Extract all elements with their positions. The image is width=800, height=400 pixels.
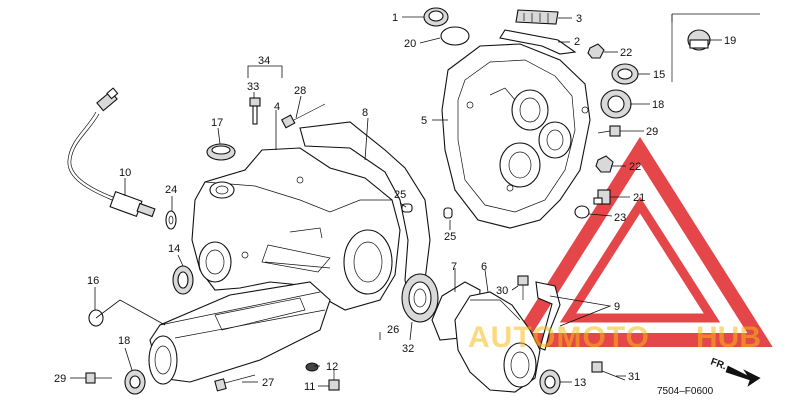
bearing-15 (611, 63, 639, 85)
transmission-cover-5 (441, 43, 591, 229)
bolt-29-upper (597, 125, 621, 137)
drain-plug-21 (593, 189, 611, 205)
sensor-with-cable (67, 87, 156, 218)
oil-seal-1 (423, 7, 449, 27)
washer-23 (574, 205, 590, 219)
plate-3 (515, 9, 559, 25)
washer-24 (165, 210, 177, 230)
callout-29-upper: 29 (646, 126, 658, 138)
watermark-logo (507, 136, 773, 347)
callout-18-upper: 18 (652, 99, 664, 111)
watermark-word-a: AUTOMOTO (468, 321, 650, 354)
callout-10: 10 (119, 167, 131, 179)
transmission-housing (191, 147, 401, 311)
oil-seal-17 (206, 143, 236, 161)
callout-22-upper: 22 (620, 47, 632, 59)
callout-12: 12 (326, 361, 338, 373)
oil-seal-14 (172, 265, 194, 295)
callout-25-right: 25 (444, 231, 456, 243)
callout-22-lower: 22 (629, 161, 641, 173)
callout-14: 14 (168, 243, 180, 255)
bolt-33 (249, 97, 261, 125)
callout-18-lower: 18 (118, 335, 130, 347)
cap-19 (671, 13, 760, 82)
callout-31: 31 (628, 371, 640, 383)
callout-28: 28 (294, 85, 306, 97)
callout-15: 15 (653, 69, 665, 81)
callout-5: 5 (421, 115, 427, 127)
bracket-2 (499, 29, 577, 55)
oil-seal-18-lower (124, 369, 146, 395)
callout-24: 24 (165, 184, 177, 196)
bearing-32 (401, 273, 439, 323)
front-direction-indicator: FR. (709, 356, 761, 387)
callout-11: 11 (304, 381, 315, 393)
front-arrow-icon (725, 365, 761, 387)
callout-30: 30 (496, 285, 508, 297)
callout-13: 13 (574, 377, 586, 389)
drawing-code: 7504–F0600 (657, 386, 714, 397)
callout-7: 7 (451, 261, 457, 273)
callout-3: 3 (576, 13, 582, 25)
callout-33: 33 (247, 81, 259, 93)
dowel-pin-25b (443, 207, 453, 219)
callout-2: 2 (574, 36, 580, 48)
callout-9: 9 (614, 301, 620, 313)
direction-label: FR. (709, 356, 728, 372)
bolt-27 (214, 374, 256, 392)
callout-27: 27 (262, 377, 274, 389)
o-ring-20 (440, 26, 470, 46)
bolt-29-lower (85, 372, 112, 384)
bolt-11 (328, 370, 340, 391)
callout-34: 34 (258, 55, 270, 67)
callout-21: 21 (633, 192, 645, 204)
axle-tube-housing (148, 281, 331, 385)
callout-4: 4 (274, 101, 280, 113)
callout-labels: 1 2 3 4 5 6 7 8 9 10 11 12 13 14 15 16 1… (54, 12, 736, 393)
callout-17: 17 (211, 117, 223, 129)
output-housing-6 (454, 291, 541, 393)
callout-29-lower: 29 (54, 373, 66, 385)
bolt-30 (517, 275, 529, 300)
callout-6: 6 (481, 261, 487, 273)
oil-seal-13 (539, 369, 561, 395)
nut-22-upper (587, 43, 605, 59)
callout-8: 8 (362, 107, 368, 119)
callout-26: 26 (387, 324, 399, 336)
callout-32: 32 (402, 343, 414, 355)
callout-16: 16 (87, 275, 99, 287)
watermark-word-b: HUB (696, 321, 761, 354)
callout-25-left: 25 (394, 189, 406, 201)
callout-23: 23 (614, 212, 626, 224)
callout-20: 20 (404, 38, 416, 50)
bolt-28 (280, 103, 326, 129)
leader-lines (70, 16, 722, 387)
bearing-18-upper (600, 89, 632, 119)
bolt-31 (591, 361, 626, 381)
callout-1: 1 (392, 12, 398, 24)
nut-22-lower (595, 155, 614, 173)
nut-12 (305, 362, 319, 372)
bracket-9 (535, 281, 561, 351)
callout-19: 19 (724, 35, 736, 47)
